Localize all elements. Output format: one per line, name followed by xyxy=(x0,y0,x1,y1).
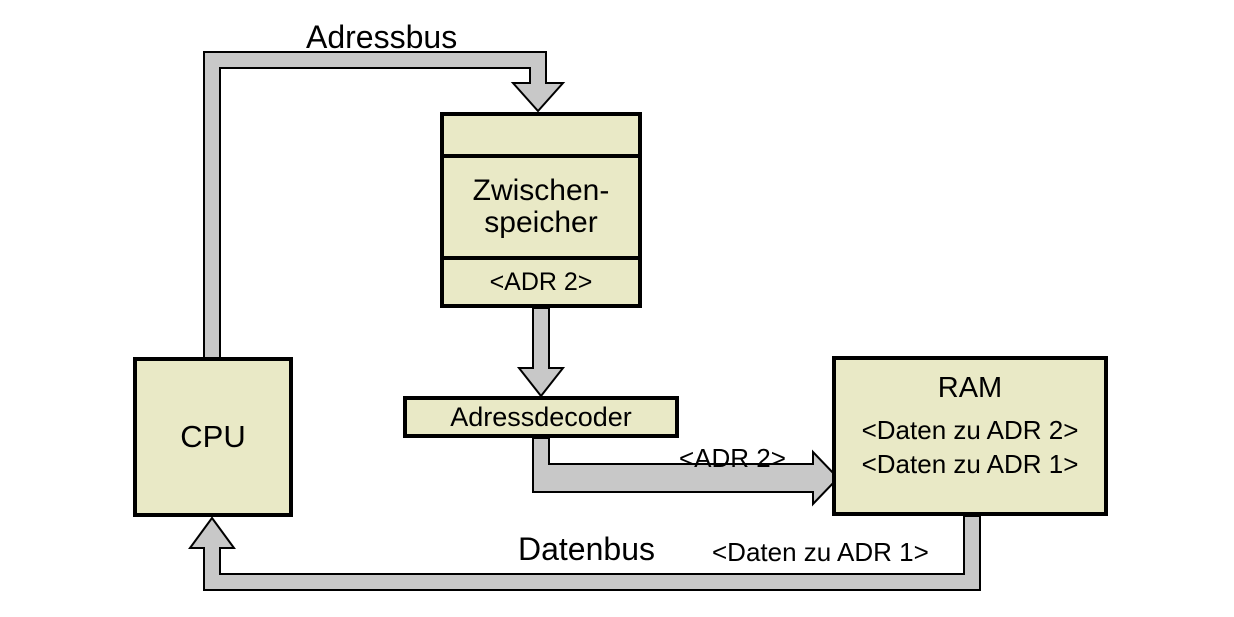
adressdecoder-label: Adressdecoder xyxy=(450,401,632,432)
ram-row-1: <Daten zu ADR 1> xyxy=(861,449,1079,480)
adressbus-label: Adressbus xyxy=(306,19,458,55)
zwischenspeicher-label-line1: Zwischen- xyxy=(472,173,610,207)
zwischenspeicher-value-cell: <ADR 2> xyxy=(444,260,638,304)
ram-row-0: <Daten zu ADR 2> xyxy=(861,415,1079,445)
datenbus-label: Datenbus xyxy=(518,531,655,567)
cpu-label: CPU xyxy=(180,419,246,454)
zwischenspeicher-node[interactable]: Zwischen- speicher <ADR 2> xyxy=(440,112,642,308)
decoder-to-ram-arrow xyxy=(532,437,840,507)
zs-to-decoder-arrow xyxy=(516,307,566,398)
datenbus-value-label: <Daten zu ADR 1> xyxy=(712,537,929,567)
datenbus-shape xyxy=(188,515,981,591)
decoder-to-ram-label: <ADR 2> xyxy=(679,443,786,473)
zwischenspeicher-name-cell: Zwischen- speicher xyxy=(444,158,638,260)
zwischenspeicher-label-line2: speicher xyxy=(484,206,598,239)
zwischenspeicher-empty-cell xyxy=(444,116,638,158)
ram-title-label: RAM xyxy=(937,372,1003,404)
cpu-node[interactable]: CPU xyxy=(133,357,293,517)
adressdecoder-node[interactable]: Adressdecoder xyxy=(403,396,679,438)
zwischenspeicher-value-label: <ADR 2> xyxy=(489,267,593,296)
ram-node[interactable]: RAM <Daten zu ADR 2> <Daten zu ADR 1> xyxy=(832,356,1108,516)
